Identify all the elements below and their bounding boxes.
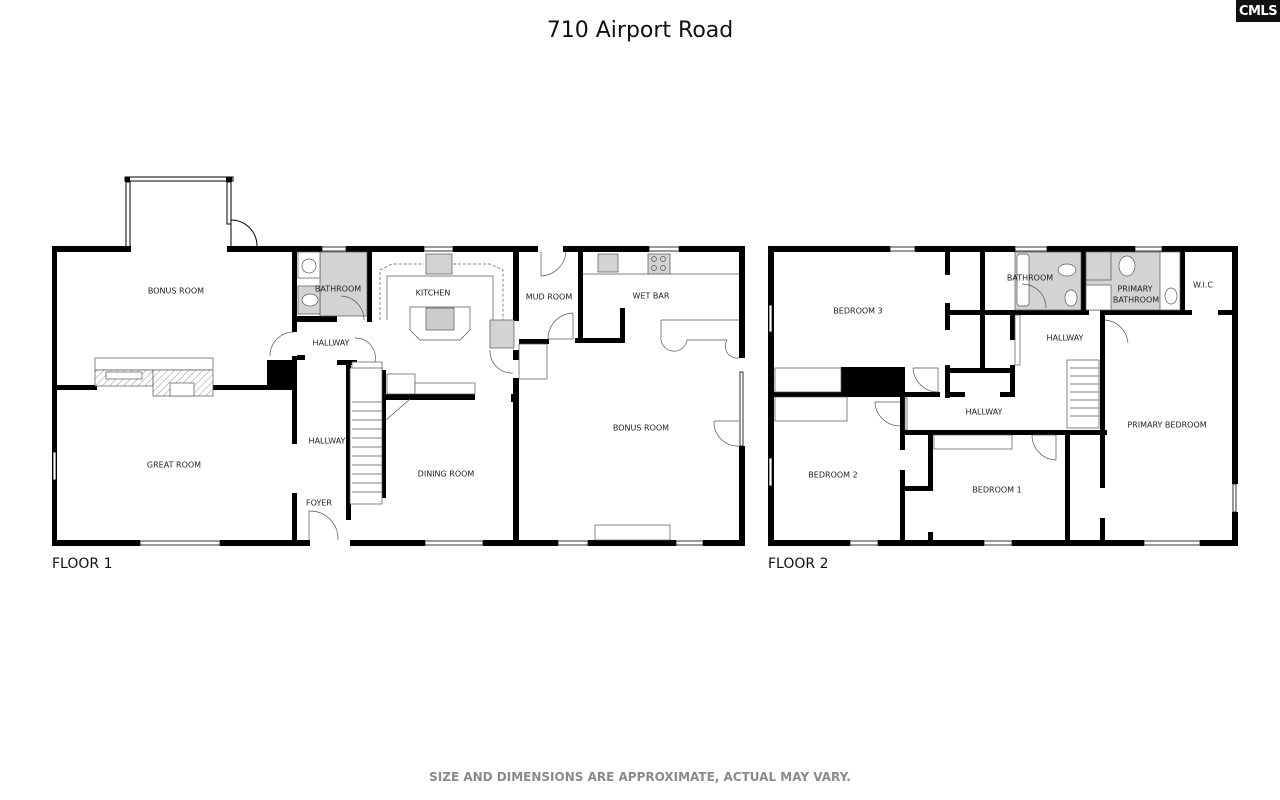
room-label-foyer: FOYER (306, 498, 332, 508)
room-label-hallway: HALLWAY (308, 436, 346, 446)
stairs-floor-2 (1066, 359, 1100, 429)
room-label-mud-room: MUD ROOM (525, 292, 573, 302)
floor-1-label: FLOOR 1 (52, 556, 113, 572)
disclaimer-text: SIZE AND DIMENSIONS ARE APPROXIMATE, ACT… (429, 770, 851, 784)
floor-1-fixtures (94, 251, 740, 541)
floor-1-windows (52, 246, 744, 546)
room-label-primary-bathroom-line1: PRIMARY (1117, 284, 1153, 294)
floor-2-fixtures (774, 251, 1181, 461)
floor-1-walls (52, 246, 745, 546)
floor-1-plan (52, 176, 745, 546)
room-label-kitchen: KITCHEN (415, 288, 451, 298)
room-label-bathroom: BATHROOM (1006, 273, 1054, 283)
room-label-bonus-room: BONUS ROOM (147, 286, 205, 296)
room-label-primary-bedroom: PRIMARY BEDROOM (1127, 420, 1207, 430)
room-label-hallway: HALLWAY (965, 407, 1003, 417)
plan-title: 710 Airport Road (546, 18, 734, 43)
room-label-hallway: HALLWAY (1046, 333, 1084, 343)
room-label-bedroom-2: BEDROOM 2 (808, 470, 858, 480)
floor-2-walls (768, 246, 1238, 546)
bay-window (124, 176, 258, 249)
room-label-bonus-room: BONUS ROOM (612, 423, 670, 433)
room-label-wet-bar: WET BAR (632, 291, 670, 301)
floor-2-label: FLOOR 2 (768, 556, 829, 572)
cmls-logo: CMLS (1236, 0, 1280, 22)
room-label-wic: W.I.C (1192, 280, 1214, 290)
room-label-hallway: HALLWAY (312, 338, 350, 348)
room-label-great-room: GREAT ROOM (146, 460, 202, 470)
room-label-bedroom-1: BEDROOM 1 (972, 485, 1022, 495)
room-label-bedroom-3: BEDROOM 3 (833, 306, 883, 316)
room-label-primary-bathroom-line2: BATHROOM (1112, 295, 1160, 305)
floor-2-windows (768, 246, 1237, 546)
stairs (349, 367, 411, 505)
room-label-bathroom: BATHROOM (314, 284, 362, 294)
room-label-dining-room: DINING ROOM (417, 469, 475, 479)
floor-2-plan (768, 246, 1238, 546)
